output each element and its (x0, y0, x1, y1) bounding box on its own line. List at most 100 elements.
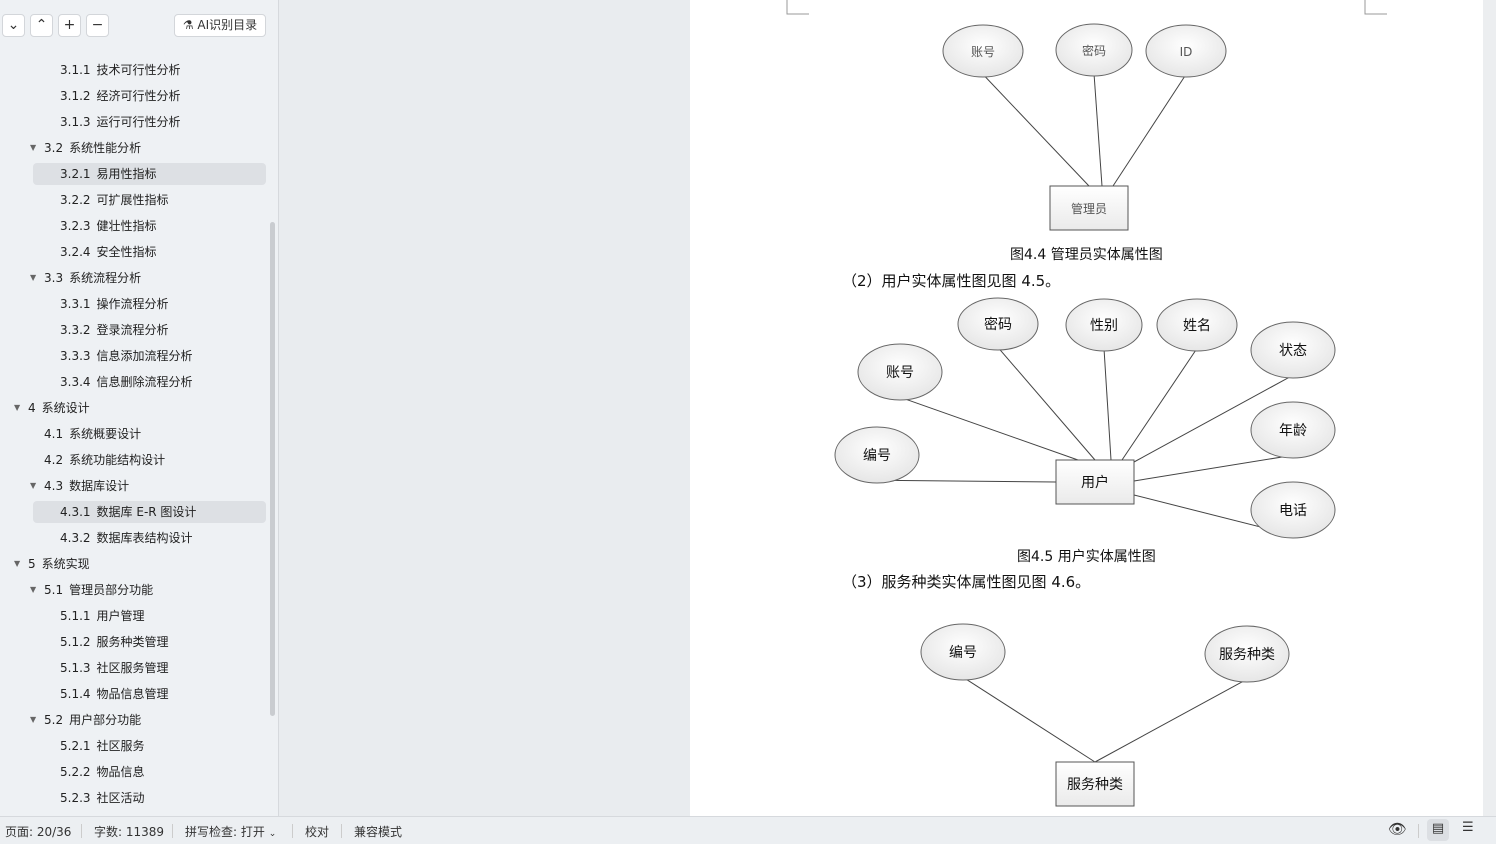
outline-number: 4 (28, 401, 36, 415)
collapse-all-button[interactable]: ⌃ (30, 14, 53, 37)
paragraph-2: （2）用户实体属性图见图 4.5。 (842, 272, 1061, 290)
outline-item[interactable]: ▼ 5.1 管理员部分功能 (30, 579, 266, 601)
attribute-ellipse (942, 24, 1024, 78)
figure-caption-4-4: 图4.4 管理员实体属性图 (1010, 247, 1163, 263)
attribute-label: 服务种类 (1219, 647, 1275, 663)
attribute-ellipse (1156, 298, 1238, 352)
outline-number: 3.2.4 (60, 245, 91, 259)
expand-all-button[interactable]: ⌄ (2, 14, 25, 37)
attribute-ellipse (1250, 401, 1336, 459)
outline-text: 信息添加流程分析 (96, 349, 193, 363)
entity-label: 管理员 (1071, 201, 1107, 216)
add-heading-button[interactable]: + (58, 14, 81, 37)
page-view-icon[interactable]: ▤ (1427, 819, 1449, 841)
outline-text: 健壮性指标 (96, 219, 157, 233)
page-count[interactable]: 页面: 20/36 (5, 825, 72, 839)
proofread-button[interactable]: 校对 (305, 825, 330, 839)
outline-number: 5.1.4 (60, 687, 91, 701)
expand-triangle-icon[interactable]: ▼ (30, 481, 37, 490)
outline-view-icon[interactable]: ☰ (1462, 820, 1474, 835)
ai-button-label: AI识别目录 (197, 18, 258, 32)
outline-text: 运行可行性分析 (96, 115, 181, 129)
expand-triangle-icon[interactable]: ▼ (30, 143, 37, 152)
outline-scrollbar[interactable] (270, 222, 275, 716)
outline-number: 3.2.3 (60, 219, 91, 233)
status-bar: 页面: 20/36 字数: 11389 拼写检查: 打开 ⌄ 校对 兼容模式 👁… (0, 816, 1496, 844)
outline-number: 3.1.1 (60, 63, 91, 77)
document-scrollbar[interactable] (1483, 0, 1496, 816)
attribute-ellipse (1250, 481, 1336, 539)
outline-number: 4.1 (44, 427, 64, 441)
spell-check-toggle[interactable]: 拼写检查: 打开 ⌄ (185, 823, 276, 840)
expand-triangle-icon[interactable]: ▼ (30, 273, 37, 282)
attribute-ellipse (920, 623, 1006, 681)
outline-number: 4.3.2 (60, 531, 91, 545)
outline-item-label: 3.1.1 技术可行性分析 (60, 59, 181, 81)
word-count[interactable]: 字数: 11389 (94, 825, 165, 839)
attribute-ellipse (1145, 24, 1227, 78)
outline-number: 5.1.1 (60, 609, 91, 623)
outline-text: 技术可行性分析 (96, 63, 181, 77)
outline-text: 系统功能结构设计 (69, 453, 166, 467)
outline-text: 管理员部分功能 (69, 583, 154, 597)
outline-number: 5.1 (44, 583, 64, 597)
attribute-label: ID (1180, 45, 1193, 59)
outline-item[interactable]: 3.2.3 健壮性指标 (33, 215, 266, 237)
expand-triangle-icon[interactable]: ▼ (30, 715, 37, 724)
outline-number: 3.3 (44, 271, 64, 285)
attribute-label: 密码 (1082, 43, 1106, 58)
figure-caption-4-5: 图4.5 用户实体属性图 (1017, 549, 1156, 565)
outline-item[interactable]: 3.1.1 技术可行性分析 (33, 59, 266, 81)
outline-text: 操作流程分析 (96, 297, 169, 311)
outline-number: 3.2 (44, 141, 64, 155)
expand-triangle-icon[interactable]: ▼ (14, 559, 21, 568)
outline-number: 5.1.3 (60, 661, 91, 675)
ai-recognize-toc-button[interactable]: ⚗ AI识别目录 (174, 14, 266, 37)
paragraph-3: （3）服务种类实体属性图见图 4.6。 (842, 573, 1091, 591)
outline-number: 3.3.2 (60, 323, 91, 337)
eye-icon[interactable]: 👁 (1388, 820, 1408, 838)
expand-triangle-icon[interactable]: ▼ (14, 403, 21, 412)
attribute-ellipse (1250, 321, 1336, 379)
expand-triangle-icon[interactable]: ▼ (30, 585, 37, 594)
remove-heading-button[interactable]: − (86, 14, 109, 37)
entity-box (1049, 185, 1129, 231)
relation-line (899, 396, 1079, 461)
